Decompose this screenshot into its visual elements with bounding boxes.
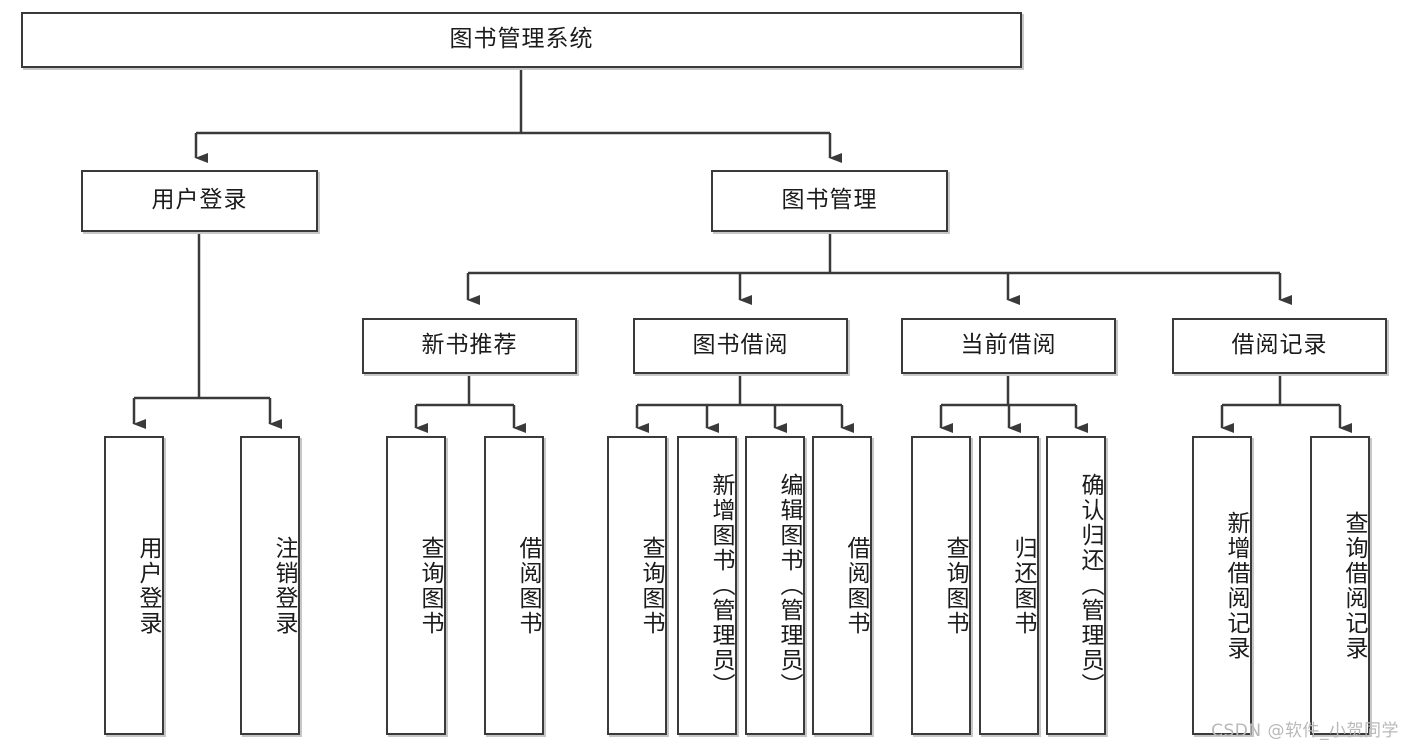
node-book-borrow[interactable]: 图书借阅 — [633, 318, 848, 374]
node-leaf-logout-login-label: 注销登录 — [271, 535, 297, 636]
node-book-manage-label: 图书管理 — [781, 187, 878, 214]
node-borrow-record[interactable]: 借阅记录 — [1172, 318, 1387, 374]
node-leaf-confirm-return[interactable]: 确认归还（管理员） — [1046, 436, 1106, 735]
node-user-login[interactable]: 用户登录 — [81, 170, 318, 232]
node-leaf-query-book-1[interactable]: 查询图书 — [386, 436, 446, 735]
node-leaf-add-book-label: 新增图书（管理员） — [708, 473, 734, 698]
node-leaf-add-book[interactable]: 新增图书（管理员） — [677, 436, 737, 735]
node-leaf-query-book-2-label: 查询图书 — [638, 535, 664, 636]
node-leaf-query-record-label: 查询借阅记录 — [1341, 510, 1367, 661]
node-leaf-query-record[interactable]: 查询借阅记录 — [1310, 436, 1370, 735]
node-new-book-recommend[interactable]: 新书推荐 — [362, 318, 577, 374]
node-current-borrow[interactable]: 当前借阅 — [901, 318, 1116, 374]
watermark-text: CSDN @软件_小贺同学 — [1211, 721, 1399, 741]
node-new-book-recommend-label: 新书推荐 — [421, 332, 518, 359]
node-leaf-query-book-2[interactable]: 查询图书 — [607, 436, 667, 735]
node-leaf-borrow-book-2[interactable]: 借阅图书 — [812, 436, 872, 735]
node-leaf-confirm-return-label: 确认归还（管理员） — [1077, 473, 1103, 698]
node-root[interactable]: 图书管理系统 — [21, 12, 1022, 68]
node-leaf-user-login-label: 用户登录 — [135, 535, 161, 636]
node-book-manage[interactable]: 图书管理 — [711, 170, 948, 232]
node-leaf-borrow-book-1[interactable]: 借阅图书 — [484, 436, 544, 735]
node-leaf-add-record-label: 新增借阅记录 — [1223, 510, 1249, 661]
node-leaf-query-book-1-label: 查询图书 — [417, 535, 443, 636]
node-root-label: 图书管理系统 — [449, 26, 594, 53]
node-leaf-return-book-label: 归还图书 — [1010, 535, 1036, 636]
node-current-borrow-label: 当前借阅 — [960, 332, 1057, 359]
node-leaf-add-record[interactable]: 新增借阅记录 — [1192, 436, 1252, 735]
node-leaf-return-book[interactable]: 归还图书 — [979, 436, 1039, 735]
node-leaf-query-book-3[interactable]: 查询图书 — [911, 436, 971, 735]
node-book-borrow-label: 图书借阅 — [692, 332, 789, 359]
node-leaf-user-login[interactable]: 用户登录 — [104, 436, 164, 735]
node-leaf-borrow-book-1-label: 借阅图书 — [515, 535, 541, 636]
node-leaf-logout-login[interactable]: 注销登录 — [240, 436, 300, 735]
node-user-login-label: 用户登录 — [151, 187, 248, 214]
node-borrow-record-label: 借阅记录 — [1231, 332, 1328, 359]
node-leaf-edit-book-label: 编辑图书（管理员） — [776, 473, 802, 698]
node-leaf-borrow-book-2-label: 借阅图书 — [843, 535, 869, 636]
node-leaf-query-book-3-label: 查询图书 — [942, 535, 968, 636]
node-leaf-edit-book[interactable]: 编辑图书（管理员） — [745, 436, 805, 735]
